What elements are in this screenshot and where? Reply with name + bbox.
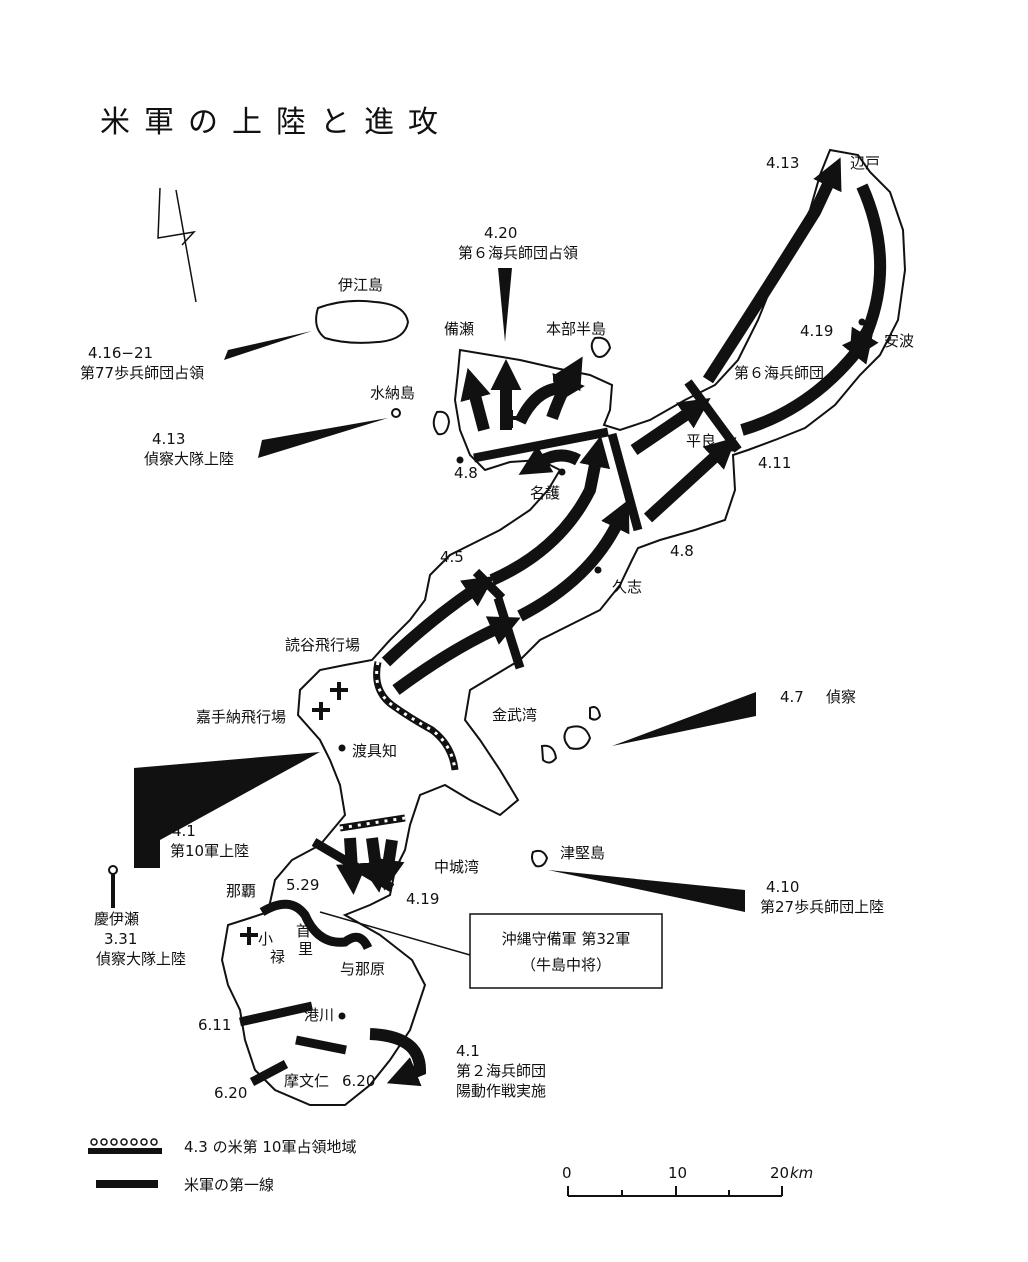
hq-leader-line (319, 911, 471, 956)
small-island-4 (589, 706, 602, 721)
label-nakagusuku: 中城湾 (434, 858, 479, 876)
scale-zero: 0 (562, 1164, 572, 1182)
label-tsuken-text: 第27歩兵師団上陸 (760, 898, 884, 916)
small-island-1 (432, 410, 451, 436)
scale-bar (567, 1186, 783, 1197)
label-shuri-2: 里 (298, 940, 313, 958)
scale-ten: 10 (668, 1164, 687, 1182)
label-minatogawa: 港川 (304, 1006, 334, 1024)
label-date-48a: 4.8 (454, 464, 478, 482)
label-keise-text: 偵察大隊上陸 (96, 950, 186, 968)
label-iejima-date: 4.16−21 (88, 344, 153, 362)
label-hedo-date: 4.13 (766, 154, 799, 172)
label-mabuni: 摩文仁 (284, 1072, 329, 1090)
label-date-620a: 6.20 (214, 1084, 247, 1102)
label-recon-date: 4.7 (780, 688, 804, 706)
town-dots (338, 178, 866, 1020)
label-aha: 安波 (884, 332, 914, 350)
label-naha: 那覇 (226, 882, 256, 900)
label-minna-date: 4.13 (152, 430, 185, 448)
hq-box (469, 913, 663, 989)
label-kadena: 嘉手納飛行場 (196, 708, 286, 726)
legend (88, 1138, 162, 1188)
keise-marker (108, 865, 118, 908)
label-motobu: 本部半島 (546, 320, 606, 338)
label-date-411: 4.11 (758, 454, 791, 472)
scale-unit: km (790, 1164, 813, 1182)
label-minna-text: 偵察大隊上陸 (144, 450, 234, 468)
label-minna: 水納島 (370, 384, 415, 402)
hq-line-1: 沖縄守備軍 第32軍 (502, 930, 631, 948)
label-feint-text-1: 第２海兵師団 (456, 1062, 546, 1080)
scale-twenty: 20 (770, 1164, 789, 1182)
label-yonabaru: 与那原 (340, 960, 385, 978)
minna-island (391, 408, 401, 418)
small-island-3 (563, 725, 592, 750)
label-iejima-text: 第77歩兵師団占領 (80, 364, 204, 382)
hq-line-2: （牛島中将） (521, 956, 611, 974)
label-date-620b: 6.20 (342, 1072, 375, 1090)
label-kushi: 久志 (612, 578, 642, 596)
legend-frontline: 米軍の第一線 (184, 1176, 274, 1194)
label-kin-bay: 金武湾 (492, 706, 537, 724)
map-title: 米軍の上陸と進攻 (100, 105, 452, 140)
label-date-45: 4.5 (440, 548, 464, 566)
advance-arrows (336, 157, 887, 1087)
label-oroku-1: 小 (258, 930, 273, 948)
label-keise: 慶伊瀬 (94, 910, 139, 928)
label-tsuken-date: 4.10 (766, 878, 799, 896)
label-motobu-date: 4.20 (484, 224, 517, 242)
label-hedo: 辺戸 (850, 154, 880, 172)
label-yomitan: 読谷飛行場 (285, 636, 360, 654)
label-tsuken: 津堅島 (560, 844, 605, 862)
label-nago: 名護 (530, 484, 560, 502)
label-taira: 平良 (686, 432, 716, 450)
iejima-island (315, 299, 410, 344)
label-date-611: 6.11 (198, 1016, 231, 1034)
label-feint-text-2: 陽動作戦実施 (456, 1082, 546, 1100)
label-feint-date: 4.1 (456, 1042, 480, 1060)
label-bise: 備瀬 (444, 320, 474, 338)
label-sixth-div: 第６海兵師団 (734, 364, 824, 382)
label-landing-date: 4.1 (172, 822, 196, 840)
label-toguchi: 渡具知 (352, 742, 397, 760)
small-island-2 (590, 336, 612, 358)
label-date-529: 5.29 (286, 876, 319, 894)
label-oroku-2: 禄 (270, 948, 285, 966)
label-keise-date: 3.31 (104, 930, 137, 948)
wedge-markers (134, 268, 756, 912)
occupied-area-line (339, 661, 459, 832)
label-iejima: 伊江島 (338, 276, 383, 294)
airfield-icons (240, 410, 520, 945)
label-shuri-1: 首 (296, 922, 311, 940)
label-date-48b: 4.8 (670, 542, 694, 560)
label-aha-date: 4.19 (800, 322, 833, 340)
label-recon-text: 偵察 (826, 688, 856, 706)
small-island-5 (540, 744, 558, 764)
label-landing-text: 第10軍上陸 (170, 842, 249, 860)
label-date-419: 4.19 (406, 890, 439, 908)
label-motobu-text: 第６海兵師団占領 (458, 244, 578, 262)
legend-occupied: 4.3 の米第 10軍占領地域 (184, 1138, 356, 1156)
north-arrow-icon (157, 187, 197, 303)
tsuken-island (531, 849, 549, 868)
